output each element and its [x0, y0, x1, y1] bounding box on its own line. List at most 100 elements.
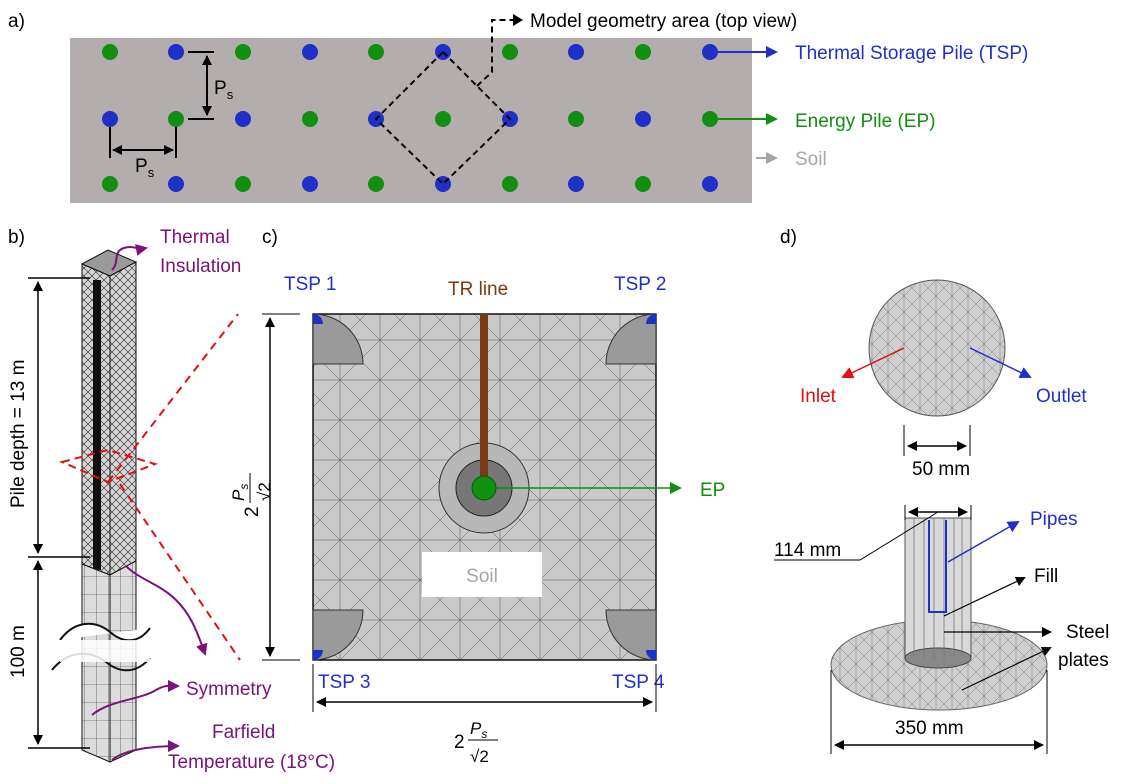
- pipes-label: Pipes: [1030, 509, 1078, 530]
- ep-dot: [368, 176, 384, 192]
- dim-coef: 2: [454, 732, 465, 753]
- symmetry-arrow-top: [125, 565, 208, 656]
- tsp4-label: TSP 4: [612, 672, 665, 693]
- ep-dot: [102, 44, 118, 60]
- farfield-label-1: Farfield: [212, 722, 275, 743]
- ep-dot: [502, 176, 518, 192]
- c-horizontal-dim-label: 2 Ps √2: [454, 719, 498, 766]
- ep-label-c: EP: [700, 480, 725, 501]
- dim-denominator: √2: [255, 482, 274, 501]
- outlet-arrow: [969, 347, 1032, 379]
- symmetry-label: Symmetry: [186, 679, 272, 700]
- tsp-dot: [235, 111, 251, 127]
- thermal-insulation-label-2: Insulation: [160, 256, 241, 277]
- fill-label: Fill: [1034, 566, 1058, 587]
- section-leader-bottom: [119, 483, 241, 661]
- dim-numerator: Ps: [229, 484, 251, 501]
- ep-dot: [635, 176, 651, 192]
- panel-a-letter: a): [8, 11, 25, 32]
- tsp4-marker: [646, 650, 656, 660]
- section-leader-top: [107, 313, 239, 483]
- model-area-label: Model geometry area (top view): [530, 11, 797, 32]
- tsp-dot: [702, 44, 718, 60]
- insulation-arrow: [111, 244, 148, 271]
- tsp-dot: [302, 176, 318, 192]
- outlet-label: Outlet: [1036, 386, 1087, 407]
- ep-dot: [368, 44, 384, 60]
- tsp4-mesh: [605, 609, 657, 661]
- tsp3-marker: [313, 650, 323, 660]
- tsp2-marker: [646, 314, 656, 324]
- ep-dot: [435, 111, 451, 127]
- pile-depth-label: Pile depth = 13 m: [8, 360, 29, 508]
- soil-label-box: [422, 552, 542, 597]
- tsp-dot: [635, 111, 651, 127]
- pile-base: [904, 647, 972, 669]
- pile-cylinder: [904, 517, 972, 659]
- farfield-arrow: [111, 740, 180, 761]
- tsp-dot: [568, 44, 584, 60]
- ep-dot: [635, 44, 651, 60]
- dim-114-label: 114 mm: [774, 540, 841, 561]
- panel-b-letter: b): [8, 227, 25, 248]
- pile-upper-right-face: [109, 261, 137, 576]
- ep-dot: [235, 176, 251, 192]
- ep-legend-label: Energy Pile (EP): [795, 111, 935, 132]
- pipes-arrow: [947, 521, 1020, 563]
- tsp2-label: TSP 2: [614, 274, 666, 295]
- c-vertical-dim-label: 2 Ps √2: [229, 473, 274, 517]
- model-area-arrowhead: [513, 14, 523, 26]
- ps-vertical-label: Ps: [214, 78, 234, 102]
- tsp-dot: [102, 111, 118, 127]
- pile-cylinder-lines: [913, 518, 963, 660]
- ep-pile: [471, 475, 497, 501]
- steel-arrow-2: [961, 646, 1052, 691]
- steel-label-2: plates: [1058, 650, 1109, 671]
- tr-line-label: TR line: [448, 279, 508, 300]
- inlet-label: Inlet: [800, 386, 837, 407]
- panel-c-letter: c): [262, 227, 278, 248]
- tsp-dot: [302, 44, 318, 60]
- ep-dot: [235, 44, 251, 60]
- tsp2-mesh: [605, 313, 657, 365]
- ep-dot: [302, 111, 318, 127]
- dim-350-label: 350 mm: [895, 718, 964, 739]
- dim-denominator: √2: [470, 747, 489, 766]
- steel-label-1: Steel: [1066, 622, 1109, 643]
- tsp3-mesh: [312, 609, 364, 661]
- tr-line: [480, 314, 488, 480]
- fill-arrow: [943, 576, 1026, 617]
- soil-label-c: Soil: [466, 566, 498, 587]
- tsp1-label: TSP 1: [284, 274, 336, 295]
- break-gap: [60, 640, 150, 662]
- dim-coef: 2: [242, 506, 263, 517]
- ep-dot: [502, 44, 518, 60]
- pile-3d-model: [51, 249, 151, 763]
- depth-100-label: 100 m: [8, 625, 29, 678]
- model-area-diamond: [374, 50, 512, 186]
- tsp1-marker: [313, 314, 323, 324]
- model-area-leader: [476, 19, 515, 87]
- symmetry-arrow: [91, 679, 180, 716]
- pile-dark-core: [93, 280, 101, 570]
- break-mark: [59, 622, 151, 642]
- section-plane: [58, 448, 159, 484]
- ep-dot: [168, 111, 184, 127]
- ps-horizontal-label: Ps: [135, 156, 155, 180]
- panel-d-letter: d): [780, 227, 797, 248]
- tsp-dot: [168, 44, 184, 60]
- dim-50-label: 50 mm: [912, 459, 970, 480]
- tsp-dot: [168, 176, 184, 192]
- ep-dot: [102, 176, 118, 192]
- u-pipe: [928, 520, 947, 613]
- ep-dot: [568, 111, 584, 127]
- tsp-legend-label: Thermal Storage Pile (TSP): [795, 43, 1028, 64]
- pile-cross-section: [868, 279, 1006, 417]
- inlet-arrow: [841, 347, 905, 379]
- ep-dot: [702, 111, 718, 127]
- tsp1-mesh: [312, 313, 364, 365]
- thermal-insulation-label-1: Thermal: [160, 227, 230, 248]
- dim-114-leader: [774, 511, 939, 561]
- dim-numerator: Ps: [470, 719, 487, 741]
